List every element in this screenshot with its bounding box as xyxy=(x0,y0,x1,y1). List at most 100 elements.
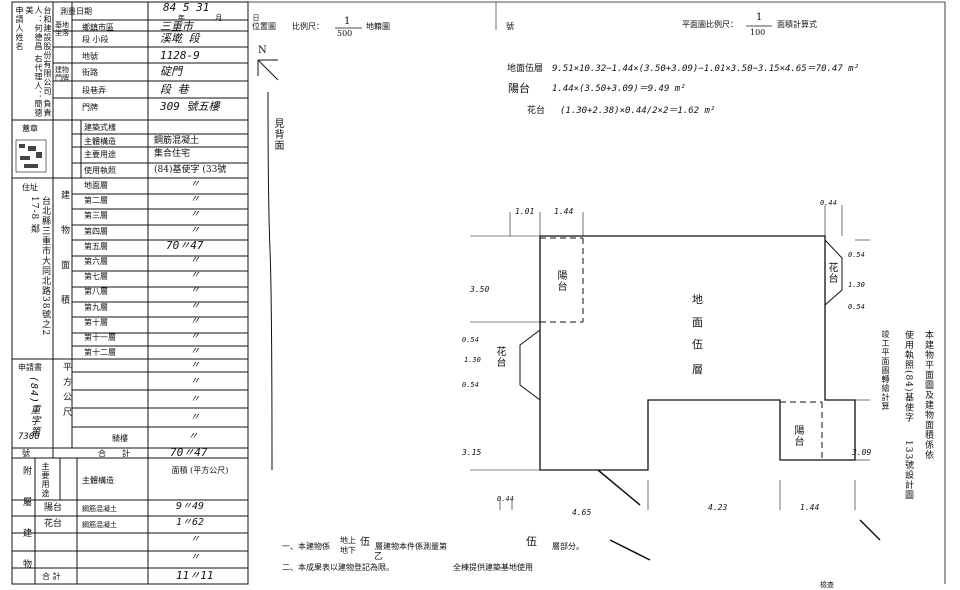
annex-row-area: 1〃62 xyxy=(176,517,205,528)
room-label-1: 地 xyxy=(692,293,703,306)
seal-label: 蓋章 xyxy=(22,124,38,133)
floor-row-label: 第九層 xyxy=(84,302,108,312)
blank-row-value: 〃 xyxy=(190,376,200,387)
base-row-value: 段 巷 xyxy=(160,83,189,96)
base-row-value: 溪墘 段 xyxy=(160,32,200,45)
structure-row-label: 使用執照 xyxy=(84,166,116,175)
dim-right-309: 3.09 xyxy=(852,448,872,457)
annex-header-use: 主要用途 xyxy=(41,462,50,498)
balcony-label-top: 陽台 xyxy=(555,270,566,292)
dim-bottom-423: 4.23 xyxy=(708,503,728,512)
blank-row-value: 〃 xyxy=(190,360,200,371)
address-value: 台北縣三重市大同北路38號之2 17-8 鄰 xyxy=(29,196,50,337)
annex-row-area: 9〃49 xyxy=(176,501,205,512)
floor-row-label: 第五層 xyxy=(84,241,108,251)
plan-scale-label: 平面圖比例尺： xyxy=(682,20,738,29)
floor-row-label: 第七層 xyxy=(84,272,108,282)
blank-row-value: 〃 xyxy=(190,394,200,405)
calc-line-label: 陽台 xyxy=(508,82,530,95)
base-row-label: 段巷弄 xyxy=(82,86,106,95)
plan-scale-num: 1 xyxy=(756,12,763,23)
base-row-label: 鄉鎮市區 xyxy=(82,23,114,32)
floor-row-label: 第四層 xyxy=(84,226,108,236)
floor-row-value: 〃 xyxy=(190,255,200,266)
floor-row-value: 〃 xyxy=(190,346,200,358)
annex-total-value: 11〃11 xyxy=(176,569,214,582)
dim-left-054: 0.54 xyxy=(462,336,479,344)
dim-bottom-144: 1.44 xyxy=(800,503,820,512)
floor-row-value: 〃 xyxy=(190,300,200,312)
footnote-1g: 層部分。 xyxy=(552,542,584,551)
annex-row-struct: 鋼筋混凝土 xyxy=(82,521,117,529)
calc-line-label: 花台 xyxy=(527,106,546,116)
dim-right-054: 0.54 xyxy=(848,251,865,259)
floor-row-label: 第六層 xyxy=(84,257,108,266)
floor-section-label: 建物面積 xyxy=(59,190,69,330)
base-row-group: 基地坐落 xyxy=(55,21,69,37)
survey-date-label: 測量日期 xyxy=(60,7,92,16)
room-label-2: 面 xyxy=(692,316,703,329)
footnote-1d: 伍 xyxy=(360,537,370,548)
structure-row-value: (84)基使字 (33號 xyxy=(154,165,227,175)
base-row-value: 309 號五樓 xyxy=(160,100,220,113)
structure-row-value: 鋼筋混凝土 xyxy=(154,136,200,146)
apply-number: 7300 xyxy=(18,432,40,442)
bottom-right-mark: 檢查 xyxy=(820,581,834,589)
annex-row-use: 花台 xyxy=(44,519,63,529)
dim-right-054b: 0.54 xyxy=(848,303,865,311)
footnote-3: 全棟提供建築基地使用 xyxy=(453,563,533,572)
floor-row-label: 第十一層 xyxy=(84,333,116,342)
total-label: 合計 xyxy=(98,449,146,458)
structure-row-label: 主要用途 xyxy=(84,150,116,159)
room-label-4: 層 xyxy=(692,363,703,376)
floor-row-value: 〃 xyxy=(190,331,200,342)
dim-top-a: 1.01 xyxy=(515,207,535,216)
calc-line-formula: (1.30+2.38)×0.44/2×2＝1.62 m² xyxy=(560,106,716,116)
base-row-group: 建物門牌 xyxy=(55,66,69,82)
apply-suffix: 號 xyxy=(22,449,30,458)
applicant-name: 台和建設股份有限公司 負責人：何德昌 右代理人：簡德美 xyxy=(25,6,52,118)
side-note-1: 本建物平面圖及建物面積係依 xyxy=(923,330,933,460)
base-row-value: 三重市 xyxy=(160,20,193,33)
floor-row-value: 70〃47 xyxy=(166,238,204,252)
dim-bottom-465: 4.65 xyxy=(572,508,592,517)
floor-row-label: 第二層 xyxy=(84,196,108,206)
footnote-1e: 層建物本件係測量第 xyxy=(375,542,447,551)
apply-label: 申請書 xyxy=(18,363,42,372)
survey-date-value: 84 5 31 xyxy=(163,1,210,14)
blank-row-value: 〃 xyxy=(190,412,200,423)
structure-row-value: 集合住宅 xyxy=(154,149,191,159)
floor-row-label: 第三層 xyxy=(84,211,108,221)
annex-total-label: 合 計 xyxy=(42,572,61,581)
annex-row-struct: 鋼筋混凝土 xyxy=(82,505,117,513)
planter-label-left: 花台 xyxy=(494,346,505,368)
footnote-2: 二、本成果表以建物登記為限。 xyxy=(282,563,394,572)
floor-row-value: 〃 xyxy=(190,285,200,297)
footnote-1b: 地上 xyxy=(340,536,356,545)
structure-row-label: 主體構造 xyxy=(84,137,116,146)
floor-row-label: 第八層 xyxy=(84,287,108,297)
side-note-3: 133號設計圖 xyxy=(903,440,913,501)
floor-row-value: 〃 xyxy=(190,194,200,206)
dim-left-054b: 0.54 xyxy=(462,381,479,389)
side-note-2: 使用執照(84)基使字 xyxy=(903,330,913,423)
dim-left-350: 3.50 xyxy=(470,285,490,294)
calc-line-label: 地面伍層 xyxy=(507,64,544,74)
balcony-label-bottom: 陽台 xyxy=(792,425,803,447)
annex-header-struct: 主體構造 xyxy=(82,476,114,485)
annex-row-area: 〃 xyxy=(190,534,200,545)
base-row-label: 段 小段 xyxy=(82,35,109,44)
address-label: 住址 xyxy=(22,183,38,192)
location-scale-label: 比例尺： xyxy=(292,22,324,31)
floor-row-value: 〃 xyxy=(190,224,200,236)
dim-right-130: 1.30 xyxy=(848,281,865,289)
plan-suffix: 面積計算式 xyxy=(777,20,817,29)
calc-line-formula: 9.51×10.32−1.44×(3.50+3.09)−1.01×3.50−3.… xyxy=(552,64,860,74)
base-row-label: 街路 xyxy=(82,68,98,77)
apply-number-prefix: (84)重字第 xyxy=(28,376,39,438)
base-row-label: 地號 xyxy=(82,52,98,61)
dim-bottom-044: 0.44 xyxy=(497,495,514,503)
footnote-1h: 乙 xyxy=(374,552,384,562)
dim-top-b: 1.44 xyxy=(554,207,574,216)
